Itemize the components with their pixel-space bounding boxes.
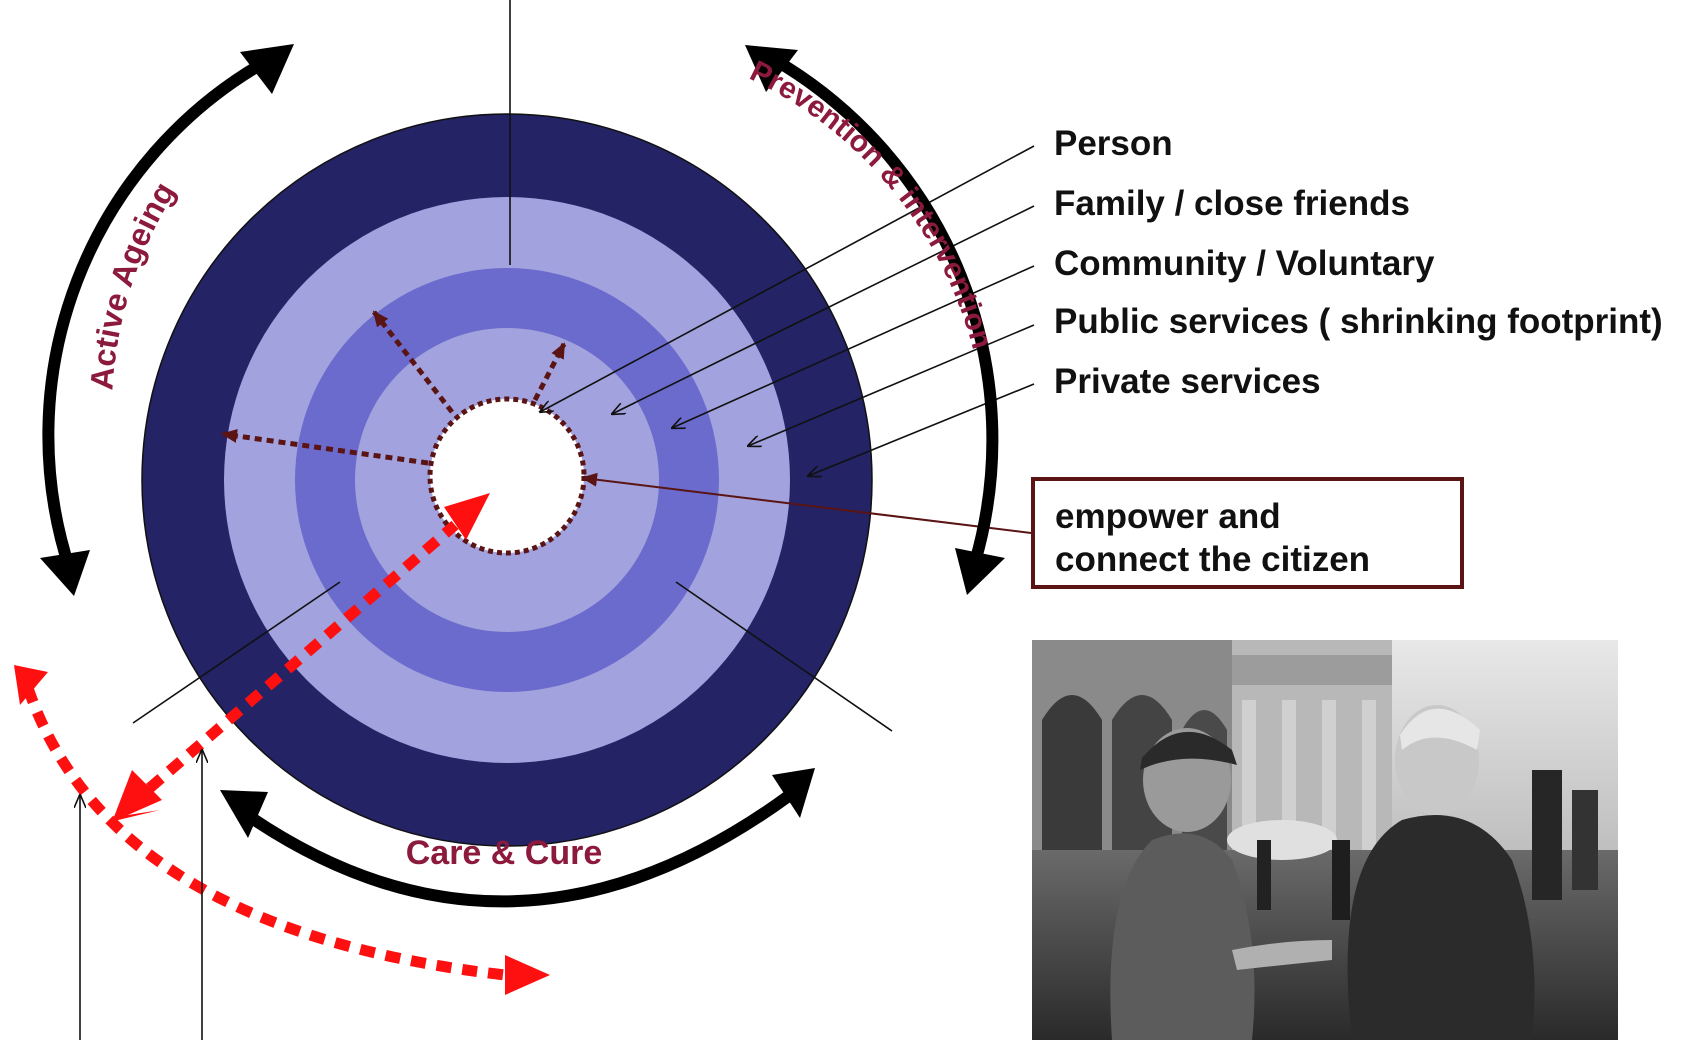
prevention-arc (745, 45, 1005, 595)
layer-label-private-services: Private services (1054, 362, 1321, 401)
callout-leader (581, 472, 1032, 534)
dotted-arrow-up-left (372, 310, 454, 414)
layer-label-public-services: Public services ( shrinking footprint) (1054, 302, 1663, 341)
red-arrow-inward (126, 520, 459, 810)
red-arrowhead-up-left (14, 665, 48, 705)
label-care-cure: Care & Cure (406, 834, 603, 872)
care-cure-arc (220, 768, 815, 908)
divider-bottom-left (132, 581, 341, 724)
outward-dotted-arrows (221, 310, 567, 466)
arc-arrowhead-left-top (240, 44, 294, 94)
photo-illustration (1032, 640, 1618, 1040)
leader-community (672, 265, 1035, 428)
callout-box: empower and connect the citizen (1031, 477, 1464, 589)
arc-arrowhead-right-top (745, 45, 798, 92)
red-dashed-arrows (14, 493, 550, 995)
arc-arrowhead-bottom-right (772, 768, 815, 818)
dotted-arrow-left (221, 429, 429, 466)
layer-label-person: Person (1054, 124, 1173, 163)
leader-person (540, 145, 1035, 412)
arc-arrowhead-right-bottom (955, 548, 1005, 595)
dotted-arrow-up-right (532, 342, 567, 402)
red-arrowhead-out-main (112, 770, 162, 822)
callout-line-2: connect the citizen (1055, 540, 1371, 579)
callout-text: empower and connect the citizen (1055, 495, 1370, 581)
layer-label-community: Community / Voluntary (1054, 244, 1435, 283)
leader-family (612, 205, 1035, 414)
layer-label-family: Family / close friends (1054, 184, 1410, 223)
red-arrowhead-right (505, 955, 550, 995)
arc-arrowhead-bottom-left (220, 790, 268, 838)
callout-line-1: empower and (1055, 497, 1281, 536)
divider-bottom-right (675, 581, 893, 732)
red-arrowhead-in (444, 493, 490, 540)
active-ageing-arc (40, 44, 294, 596)
arc-arrowhead-left-bottom (40, 550, 90, 596)
